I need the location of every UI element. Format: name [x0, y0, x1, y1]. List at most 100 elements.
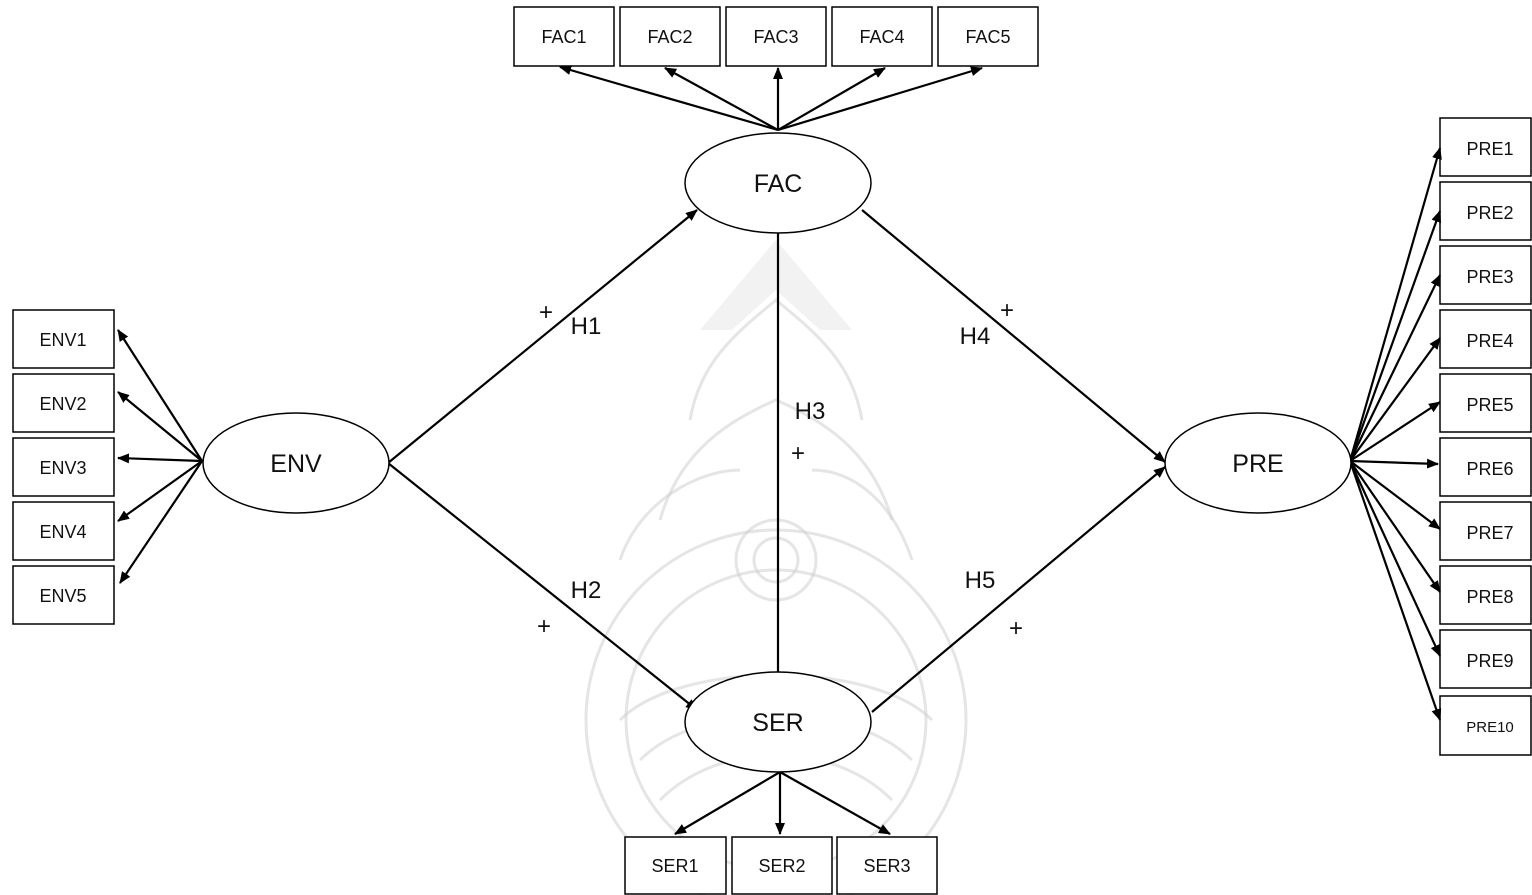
indicator-pre1: PRE1: [1439, 117, 1532, 177]
indicator-fac2: FAC2: [619, 6, 721, 67]
indicator-label: FAC1: [541, 27, 586, 47]
indicator-label: FAC4: [859, 27, 904, 47]
pre-loadings: [1348, 147, 1442, 721]
indicator-label: PRE10: [1466, 719, 1514, 736]
indicator-fac1: FAC1: [513, 6, 615, 67]
latent-label-ser: SER: [752, 709, 803, 737]
h4-sign: +: [1000, 297, 1014, 324]
indicator-label: PRE2: [1466, 203, 1513, 223]
loading-arrow: [1349, 274, 1441, 462]
indicator-pre6: PRE6: [1439, 437, 1532, 497]
fac-loadings: [559, 65, 983, 132]
env-indicators: ENV1 ENV2 ENV3 ENV4 ENV5: [12, 309, 115, 625]
h3-sign: +: [791, 440, 805, 467]
indicator-env2: ENV2: [12, 373, 115, 433]
loading-arrow: [1349, 460, 1441, 530]
env-loadings: [117, 329, 203, 584]
h2-label: H2: [571, 577, 602, 604]
loading-arrow: [1349, 401, 1441, 462]
latent-label-fac: FAC: [754, 170, 803, 198]
h2-sign: +: [537, 613, 551, 640]
latent-env: ENV: [202, 412, 390, 514]
loading-arrow: [1349, 460, 1441, 657]
indicator-label: ENV3: [39, 458, 86, 478]
h4-label: H4: [960, 323, 991, 350]
indicator-ser2: SER2: [731, 836, 833, 895]
indicator-label: ENV5: [39, 586, 86, 606]
h1-label: H1: [571, 313, 602, 340]
loading-arrow: [1348, 147, 1442, 462]
latent-label-env: ENV: [270, 450, 322, 478]
indicator-ser1: SER1: [624, 836, 727, 895]
loading-arrow: [674, 771, 781, 835]
indicator-label: SER2: [758, 856, 805, 876]
indicator-label: PRE8: [1466, 587, 1513, 607]
indicator-label: PRE7: [1466, 523, 1513, 543]
loading-arrow: [664, 67, 779, 131]
indicator-label: PRE4: [1466, 331, 1513, 351]
loading-arrow: [117, 460, 203, 522]
indicator-label: ENV4: [39, 522, 86, 542]
path-h4-arrow: [861, 209, 1166, 463]
indicator-fac4: FAC4: [831, 6, 933, 67]
latent-ser: SER: [684, 671, 872, 773]
loading-arrow: [1348, 460, 1442, 721]
indicator-env5: ENV5: [12, 565, 115, 625]
loading-arrow: [777, 66, 983, 132]
h5-label: H5: [965, 567, 996, 594]
indicator-ser3: SER3: [836, 836, 938, 895]
path-h5-arrow: [871, 466, 1166, 713]
indicator-label: ENV1: [39, 330, 86, 350]
hypothesis-labels: + H1 H2 + H3 + + H4 H5 +: [537, 297, 1023, 642]
indicator-env4: ENV4: [12, 501, 115, 561]
indicator-pre5: PRE5: [1439, 373, 1532, 433]
path-h1-arrow: [387, 209, 698, 464]
indicator-label: SER3: [863, 856, 910, 876]
indicator-env3: ENV3: [12, 437, 115, 497]
indicator-pre3: PRE3: [1439, 245, 1532, 305]
loading-arrow: [117, 453, 203, 464]
pre-indicators: PRE1 PRE2 PRE3 PRE4 PRE5 PRE6 PRE7 PRE8: [1439, 117, 1532, 756]
loading-arrow: [1349, 460, 1441, 593]
loading-arrow: [1349, 337, 1441, 462]
indicator-pre10: PRE10: [1439, 695, 1532, 756]
fac-indicators: FAC1 FAC2 FAC3 FAC4 FAC5: [513, 6, 1039, 67]
h1-sign: +: [539, 299, 553, 326]
watermark-emblem: [584, 240, 968, 895]
indicator-pre4: PRE4: [1439, 309, 1532, 369]
loading-arrow: [559, 65, 779, 132]
loading-arrow: [777, 67, 886, 131]
loading-arrow: [117, 329, 203, 462]
indicator-label: SER1: [651, 856, 698, 876]
loading-arrow: [119, 460, 203, 584]
h5-sign: +: [1009, 615, 1023, 642]
structural-paths: [387, 209, 1166, 713]
indicator-label: PRE3: [1466, 267, 1513, 287]
indicator-label: ENV2: [39, 394, 86, 414]
loading-arrow: [1348, 210, 1442, 462]
ser-loadings: [674, 771, 891, 835]
indicator-label: PRE5: [1466, 395, 1513, 415]
latent-fac: FAC: [684, 132, 872, 234]
loading-arrow: [117, 391, 203, 462]
indicator-env1: ENV1: [12, 309, 115, 369]
ser-indicators: SER1 SER2 SER3: [624, 836, 938, 895]
indicator-label: FAC2: [647, 27, 692, 47]
indicator-pre9: PRE9: [1439, 629, 1532, 689]
indicator-label: PRE1: [1466, 139, 1513, 159]
indicator-fac5: FAC5: [937, 6, 1039, 67]
latent-pre: PRE: [1164, 412, 1352, 514]
indicator-pre7: PRE7: [1439, 501, 1532, 561]
path-h2-arrow: [387, 462, 698, 711]
indicator-pre2: PRE2: [1439, 181, 1532, 241]
indicator-pre8: PRE8: [1439, 565, 1532, 625]
indicator-label: PRE6: [1466, 459, 1513, 479]
loading-arrow: [1349, 458, 1439, 469]
indicator-label: FAC3: [753, 27, 798, 47]
h3-label: H3: [795, 398, 826, 425]
latent-label-pre: PRE: [1232, 450, 1283, 478]
indicator-label: FAC5: [965, 27, 1010, 47]
indicator-label: PRE9: [1466, 651, 1513, 671]
indicator-fac3: FAC3: [725, 6, 827, 67]
